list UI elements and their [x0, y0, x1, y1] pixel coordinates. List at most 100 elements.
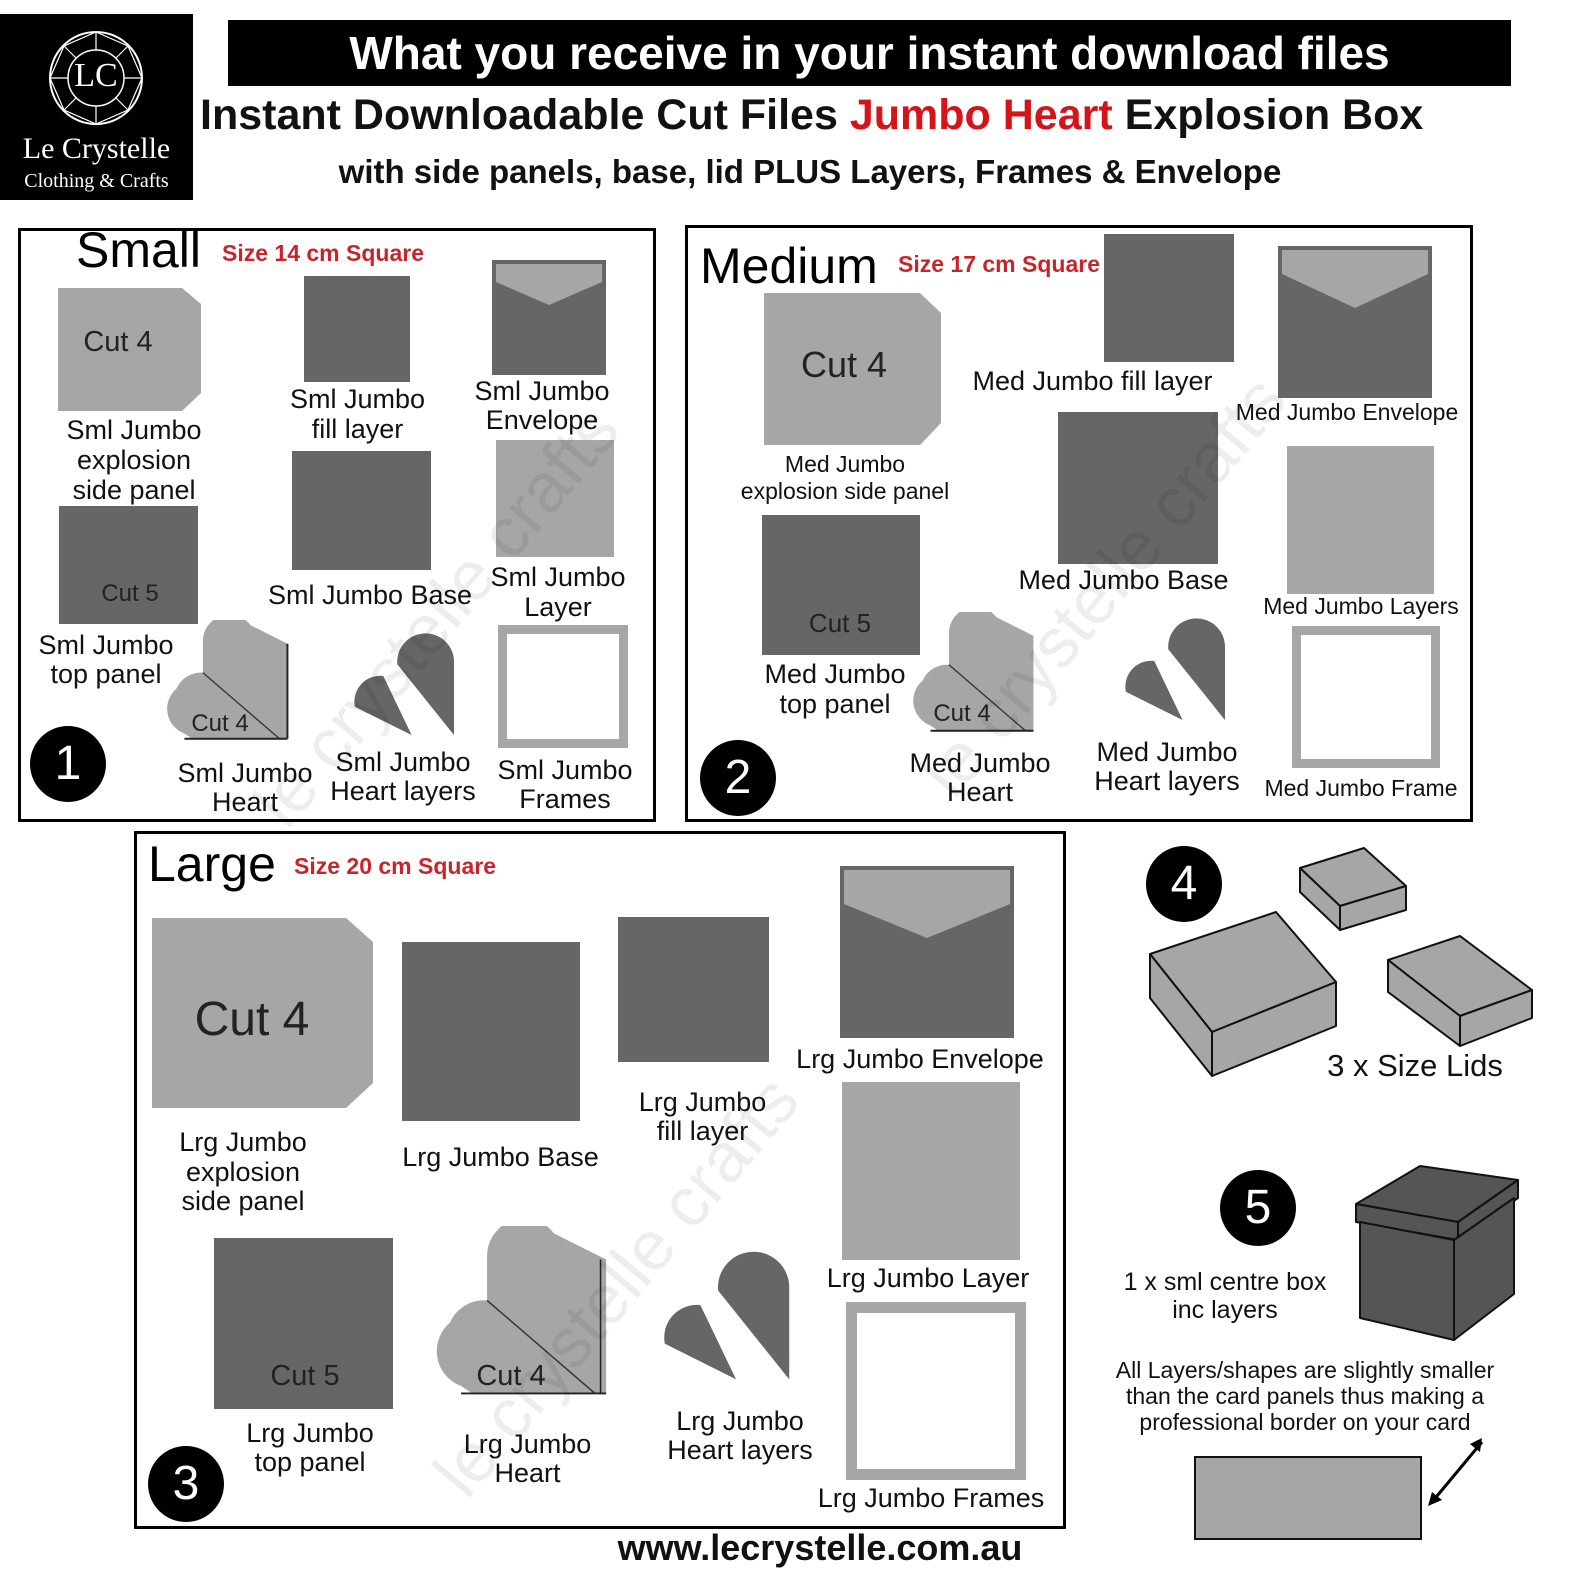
large-heart-shape	[436, 1226, 607, 1395]
small-base-shape	[292, 451, 431, 570]
medium-heart-label-1: Med Jumbo	[909, 748, 1051, 778]
medium-heart-label-2: Heart	[946, 777, 1014, 807]
website-url[interactable]: www.lecrystelle.com.au	[617, 1527, 1023, 1568]
small-side-label-3: side panel	[72, 475, 196, 505]
small-fill-layer-shape	[304, 276, 410, 382]
centre-box-number-badge: 5	[1220, 1170, 1296, 1246]
medium-base-shape	[1058, 412, 1218, 564]
small-heart-label-1: Sml Jumbo	[177, 758, 313, 788]
small-frames-label-2: Frames	[519, 784, 611, 814]
small-layer-shape	[496, 440, 614, 557]
note-line-2: than the card panels thus making a	[1125, 1383, 1484, 1409]
large-fill-label-2: fill layer	[656, 1116, 749, 1146]
logo-tagline: Clothing & Crafts	[24, 170, 169, 192]
small-layer-label-2: Layer	[524, 592, 592, 622]
centre-box-label-1: 1 x sml centre box	[1123, 1268, 1327, 1296]
small-side-label-1: Sml Jumbo	[66, 415, 202, 445]
large-heart-cut-label: Cut 4	[476, 1360, 546, 1392]
small-fill-label-1: Sml Jumbo	[289, 384, 426, 414]
lids-number-badge: 4	[1146, 846, 1222, 922]
large-layer-label: Lrg Jumbo Layer	[826, 1263, 1030, 1293]
product-title-end: Explosion Box	[1124, 91, 1424, 139]
large-side-label-1: Lrg Jumbo	[179, 1127, 307, 1157]
centre-box-illustration	[1355, 1165, 1519, 1341]
small-fill-label-2: fill layer	[311, 414, 404, 444]
large-top-panel-shape	[214, 1238, 393, 1409]
small-frames-label-1: Sml Jumbo	[497, 755, 633, 785]
medium-fill-label: Med Jumbo fill layer	[972, 366, 1213, 396]
small-heart-layers-label-2: Heart layers	[330, 776, 476, 806]
large-side-label-3: side panel	[181, 1186, 305, 1216]
note-line-1: All Layers/shapes are slightly smaller	[1115, 1357, 1495, 1383]
large-heart-layers-label-1: Lrg Jumbo	[676, 1406, 804, 1436]
medium-heart-layers-shape	[1125, 618, 1225, 720]
small-top-cut-label: Cut 5	[101, 580, 159, 607]
product-title: Instant Downloadable Cut Files Jumbo Hea…	[200, 86, 1588, 144]
small-envelope-label-2: Envelope	[485, 405, 599, 435]
small-heart-layers-label-1: Sml Jumbo	[335, 747, 471, 777]
double-arrow-icon	[1428, 1438, 1484, 1506]
medium-side-label-2: explosion side panel	[740, 478, 950, 504]
small-heart-cut-label: Cut 4	[191, 710, 249, 737]
large-heart-layers-shape	[664, 1251, 790, 1380]
medium-envelope-label: Med Jumbo Envelope	[1235, 399, 1459, 425]
medium-base-label: Med Jumbo Base	[1018, 565, 1229, 595]
large-size-tag: Size 20 cm Square	[294, 853, 496, 879]
small-top-panel-shape	[59, 506, 198, 624]
large-frames-label: Lrg Jumbo Frames	[817, 1483, 1045, 1513]
small-envelope-shape	[492, 260, 606, 375]
header-banner: What you receive in your instant downloa…	[228, 20, 1511, 86]
medium-heart-layers-label-1: Med Jumbo	[1096, 737, 1238, 767]
large-base-shape	[402, 942, 580, 1121]
small-number-badge: 1	[30, 726, 106, 802]
large-heart-label-2: Heart	[494, 1458, 561, 1488]
medium-top-label-1: Med Jumbo	[764, 659, 906, 689]
medium-side-label-1: Med Jumbo	[784, 451, 906, 477]
product-title-highlight: Jumbo Heart	[849, 91, 1113, 139]
small-top-label-1: Sml Jumbo	[38, 630, 174, 660]
small-side-label-2: explosion	[76, 445, 192, 475]
medium-frame-label: Med Jumbo Frame	[1264, 775, 1458, 801]
small-heart-shape	[167, 620, 289, 740]
large-top-label-1: Lrg Jumbo	[246, 1418, 374, 1448]
large-heart-layers-label-2: Heart layers	[667, 1435, 813, 1465]
small-heart-label-2: Heart	[211, 787, 279, 817]
small-layer-label-1: Sml Jumbo	[490, 562, 626, 592]
small-envelope-label-1: Sml Jumbo	[474, 376, 610, 406]
lids-illustration	[1149, 847, 1533, 1077]
medium-top-panel-shape	[762, 515, 920, 655]
medium-side-cut-label: Cut 4	[800, 344, 888, 385]
product-title-start: Instant Downloadable Cut Files	[200, 91, 838, 139]
crystal-emblem-icon	[49, 31, 143, 125]
medium-top-cut-label: Cut 5	[808, 608, 872, 638]
medium-fill-layer-shape	[1104, 234, 1234, 362]
medium-frame-shape	[1292, 626, 1440, 768]
small-heart-layers-shape	[354, 633, 454, 735]
large-side-cut-label: Cut 4	[194, 993, 310, 1046]
product-subtitle: with side panels, base, lid PLUS Layers,…	[338, 153, 1282, 190]
large-side-panel-shape	[152, 918, 373, 1108]
lids-label: 3 x Size Lids	[1327, 1048, 1503, 1083]
medium-heart-cut-label: Cut 4	[933, 700, 991, 727]
large-top-cut-label: Cut 5	[270, 1360, 340, 1392]
large-layer-shape	[842, 1082, 1020, 1260]
centre-box-label-2: inc layers	[1172, 1296, 1278, 1324]
small-frame-shape	[498, 625, 628, 748]
large-frame-shape	[846, 1302, 1026, 1480]
border-example-panel	[1194, 1456, 1422, 1540]
small-top-label-2: top panel	[50, 659, 162, 689]
large-number-badge: 3	[148, 1446, 224, 1522]
large-envelope-label: Lrg Jumbo Envelope	[796, 1044, 1044, 1074]
large-top-label-2: top panel	[254, 1447, 366, 1477]
brand-logo: LC Le Crystelle Clothing & Crafts	[0, 14, 193, 200]
small-side-cut-label: Cut 4	[83, 326, 153, 358]
medium-layers-label: Med Jumbo Layers	[1263, 593, 1459, 619]
logo-name: Le Crystelle	[22, 132, 171, 165]
medium-side-panel-shape	[764, 293, 941, 445]
medium-top-label-2: top panel	[779, 689, 891, 719]
large-title: Large	[148, 836, 276, 892]
medium-layers-shape	[1287, 446, 1434, 594]
small-base-label: Sml Jumbo Base	[267, 580, 473, 610]
large-envelope-shape	[840, 866, 1014, 1038]
large-side-label-2: explosion	[185, 1157, 301, 1187]
